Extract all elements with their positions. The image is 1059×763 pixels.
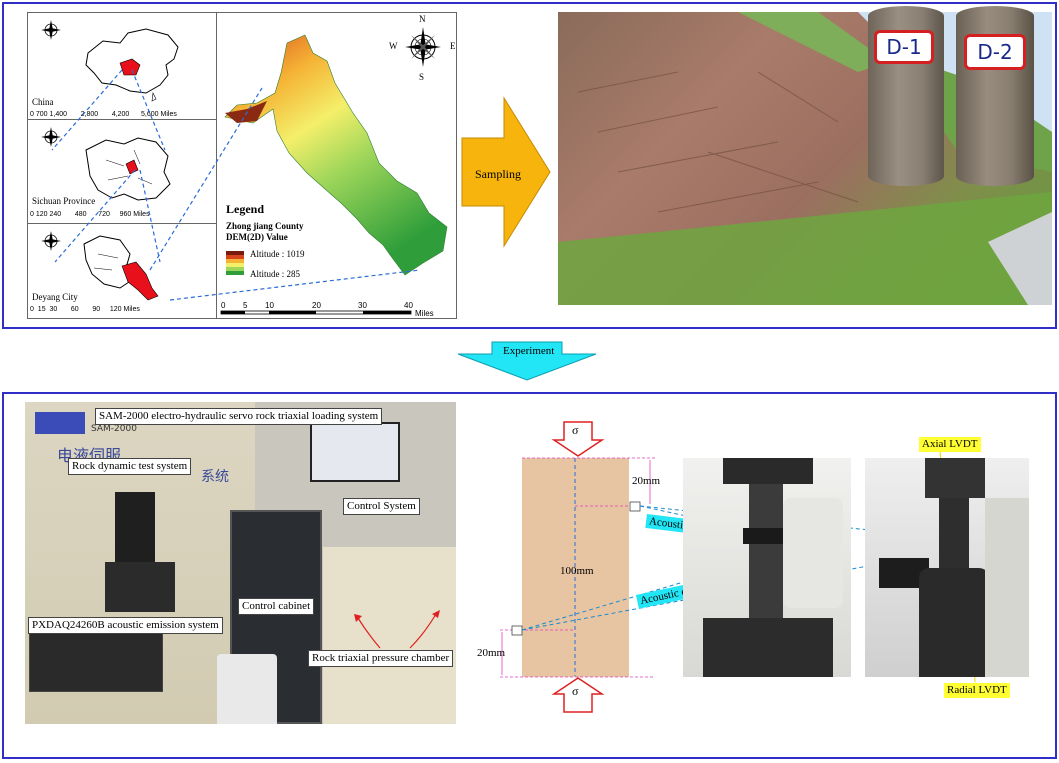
compass-rose-icon: N S E W xyxy=(389,14,456,82)
load-cylinder xyxy=(105,562,175,612)
pressure-chamber-pointers xyxy=(354,610,440,649)
label-radial-lvdt: Radial LVDT xyxy=(944,683,1010,698)
legend-color-ramp xyxy=(226,251,244,275)
legend-subtitle-2: DEM(2D) Value xyxy=(226,232,288,242)
emission-device xyxy=(29,628,163,692)
compass-small-deyang xyxy=(40,230,62,252)
top-figure-frame xyxy=(2,2,1057,329)
label-control-cabinet: Control cabinet xyxy=(238,598,315,615)
legend-altitude-low: Altitude : 285 xyxy=(250,269,300,279)
label-loading-system: SAM-2000 electro-hydraulic servo rock tr… xyxy=(95,408,383,425)
deyang-map xyxy=(83,235,159,301)
sampling-arrow xyxy=(461,96,551,248)
dem-map-panel: N S E W Legend Zhong jiang County DEM(2D… xyxy=(216,12,457,319)
experiment-arrow xyxy=(457,341,597,381)
china-scale-bar: 0 700 1,400 2,800 4,200 5,600 Miles xyxy=(30,111,177,118)
sichuan-scale-bar: 0 120 240 480 720 960 Miles xyxy=(30,211,150,218)
china-label: China xyxy=(32,97,54,107)
deyang-scale-bar: 0 15 30 60 90 120 Miles xyxy=(30,306,140,313)
map-zoom-connectors xyxy=(51,69,421,301)
label-emission-system: PXDAQ24260B acoustic emission system xyxy=(28,617,223,634)
label-control-system: Control System xyxy=(343,498,420,515)
label-pressure-chamber: Rock triaxial pressure chamber xyxy=(308,650,454,667)
legend-subtitle-1: Zhong jiang County xyxy=(226,221,304,231)
label-axial-lvdt: Axial LVDT xyxy=(919,437,981,452)
sigma-top: σ xyxy=(572,423,579,437)
sichuan-label: Sichuan Province xyxy=(32,196,96,206)
compass-s: S xyxy=(419,72,425,82)
compass-n: N xyxy=(419,14,426,24)
legend-title: Legend xyxy=(226,202,265,216)
legend-altitude-high: Altitude : 1019 xyxy=(250,249,305,259)
dem-scale-bar: 0 5 10 20 30 40 Miles xyxy=(220,301,434,318)
dim-bottom: 20mm xyxy=(477,647,506,659)
sample-label-d1: D-1 xyxy=(874,30,934,64)
sichuan-map xyxy=(85,137,171,201)
pressure-vessel xyxy=(217,654,277,724)
specimen-setup-photo xyxy=(683,458,851,677)
machine-cn-text2: 系统 xyxy=(201,469,229,485)
sigma-bottom: σ xyxy=(572,684,579,698)
dim-top: 20mm xyxy=(632,475,661,487)
compass-small-china xyxy=(40,19,62,41)
lab-photo: SAM-2000 电液伺服 系统 xyxy=(25,402,456,724)
dem-terrain-map xyxy=(224,34,448,276)
deyang-label: Deyang City xyxy=(32,292,78,302)
compass-small-sichuan xyxy=(40,126,62,148)
dim-height: 100mm xyxy=(560,565,594,577)
lvdt-setup-photo xyxy=(865,458,1029,677)
core-sample-d2: D-2 xyxy=(956,6,1034,186)
sampling-label: Sampling xyxy=(475,167,522,181)
brand-logo xyxy=(35,412,85,434)
deyang-map-panel: Deyang City 0 15 30 60 90 120 Miles xyxy=(27,223,217,319)
sample-label-d2: D-2 xyxy=(964,34,1026,70)
control-monitor xyxy=(310,422,400,482)
machine-brand: SAM-2000 xyxy=(91,424,137,434)
compass-w: W xyxy=(389,41,398,51)
bottom-figure-frame xyxy=(2,392,1057,759)
load-piston xyxy=(115,492,155,562)
core-sample-d1: D-1 xyxy=(868,6,944,186)
compass-e: E xyxy=(450,41,456,51)
label-dynamic-test: Rock dynamic test system xyxy=(68,458,192,475)
pressure-chamber-cabinets xyxy=(323,547,456,724)
china-map xyxy=(85,28,179,102)
experiment-label: Experiment xyxy=(503,345,555,357)
